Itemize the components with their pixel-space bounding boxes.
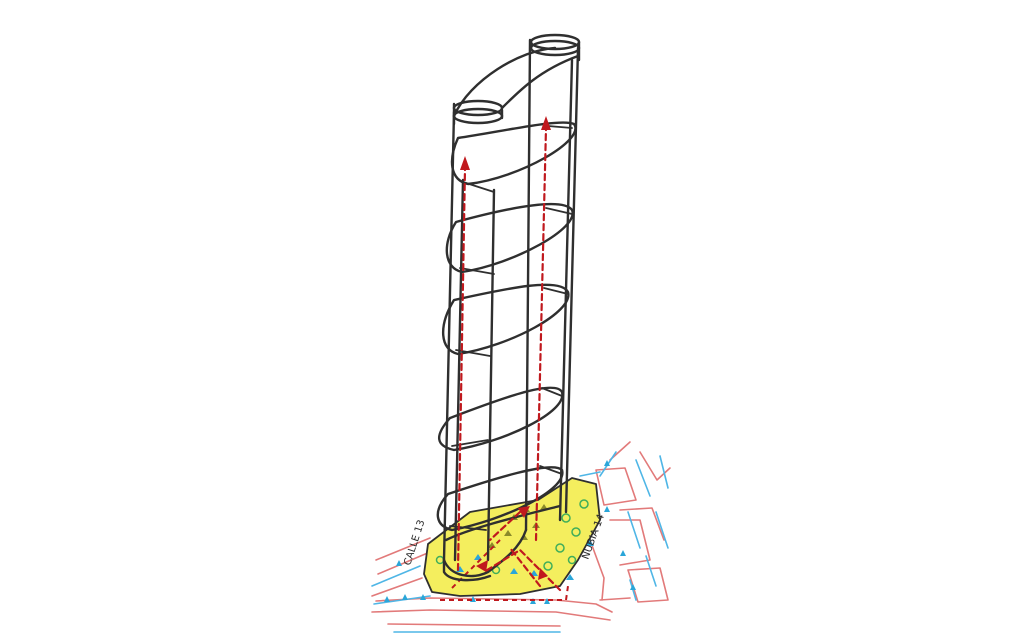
tower-floor-ties xyxy=(450,126,572,530)
vertical-circulation-right xyxy=(536,128,546,540)
tower-floor-plates xyxy=(438,123,576,540)
tower-roof xyxy=(454,35,579,124)
street-label-west: CALLE 13 xyxy=(402,519,427,567)
dashed-arrow-up-icon xyxy=(460,156,470,170)
